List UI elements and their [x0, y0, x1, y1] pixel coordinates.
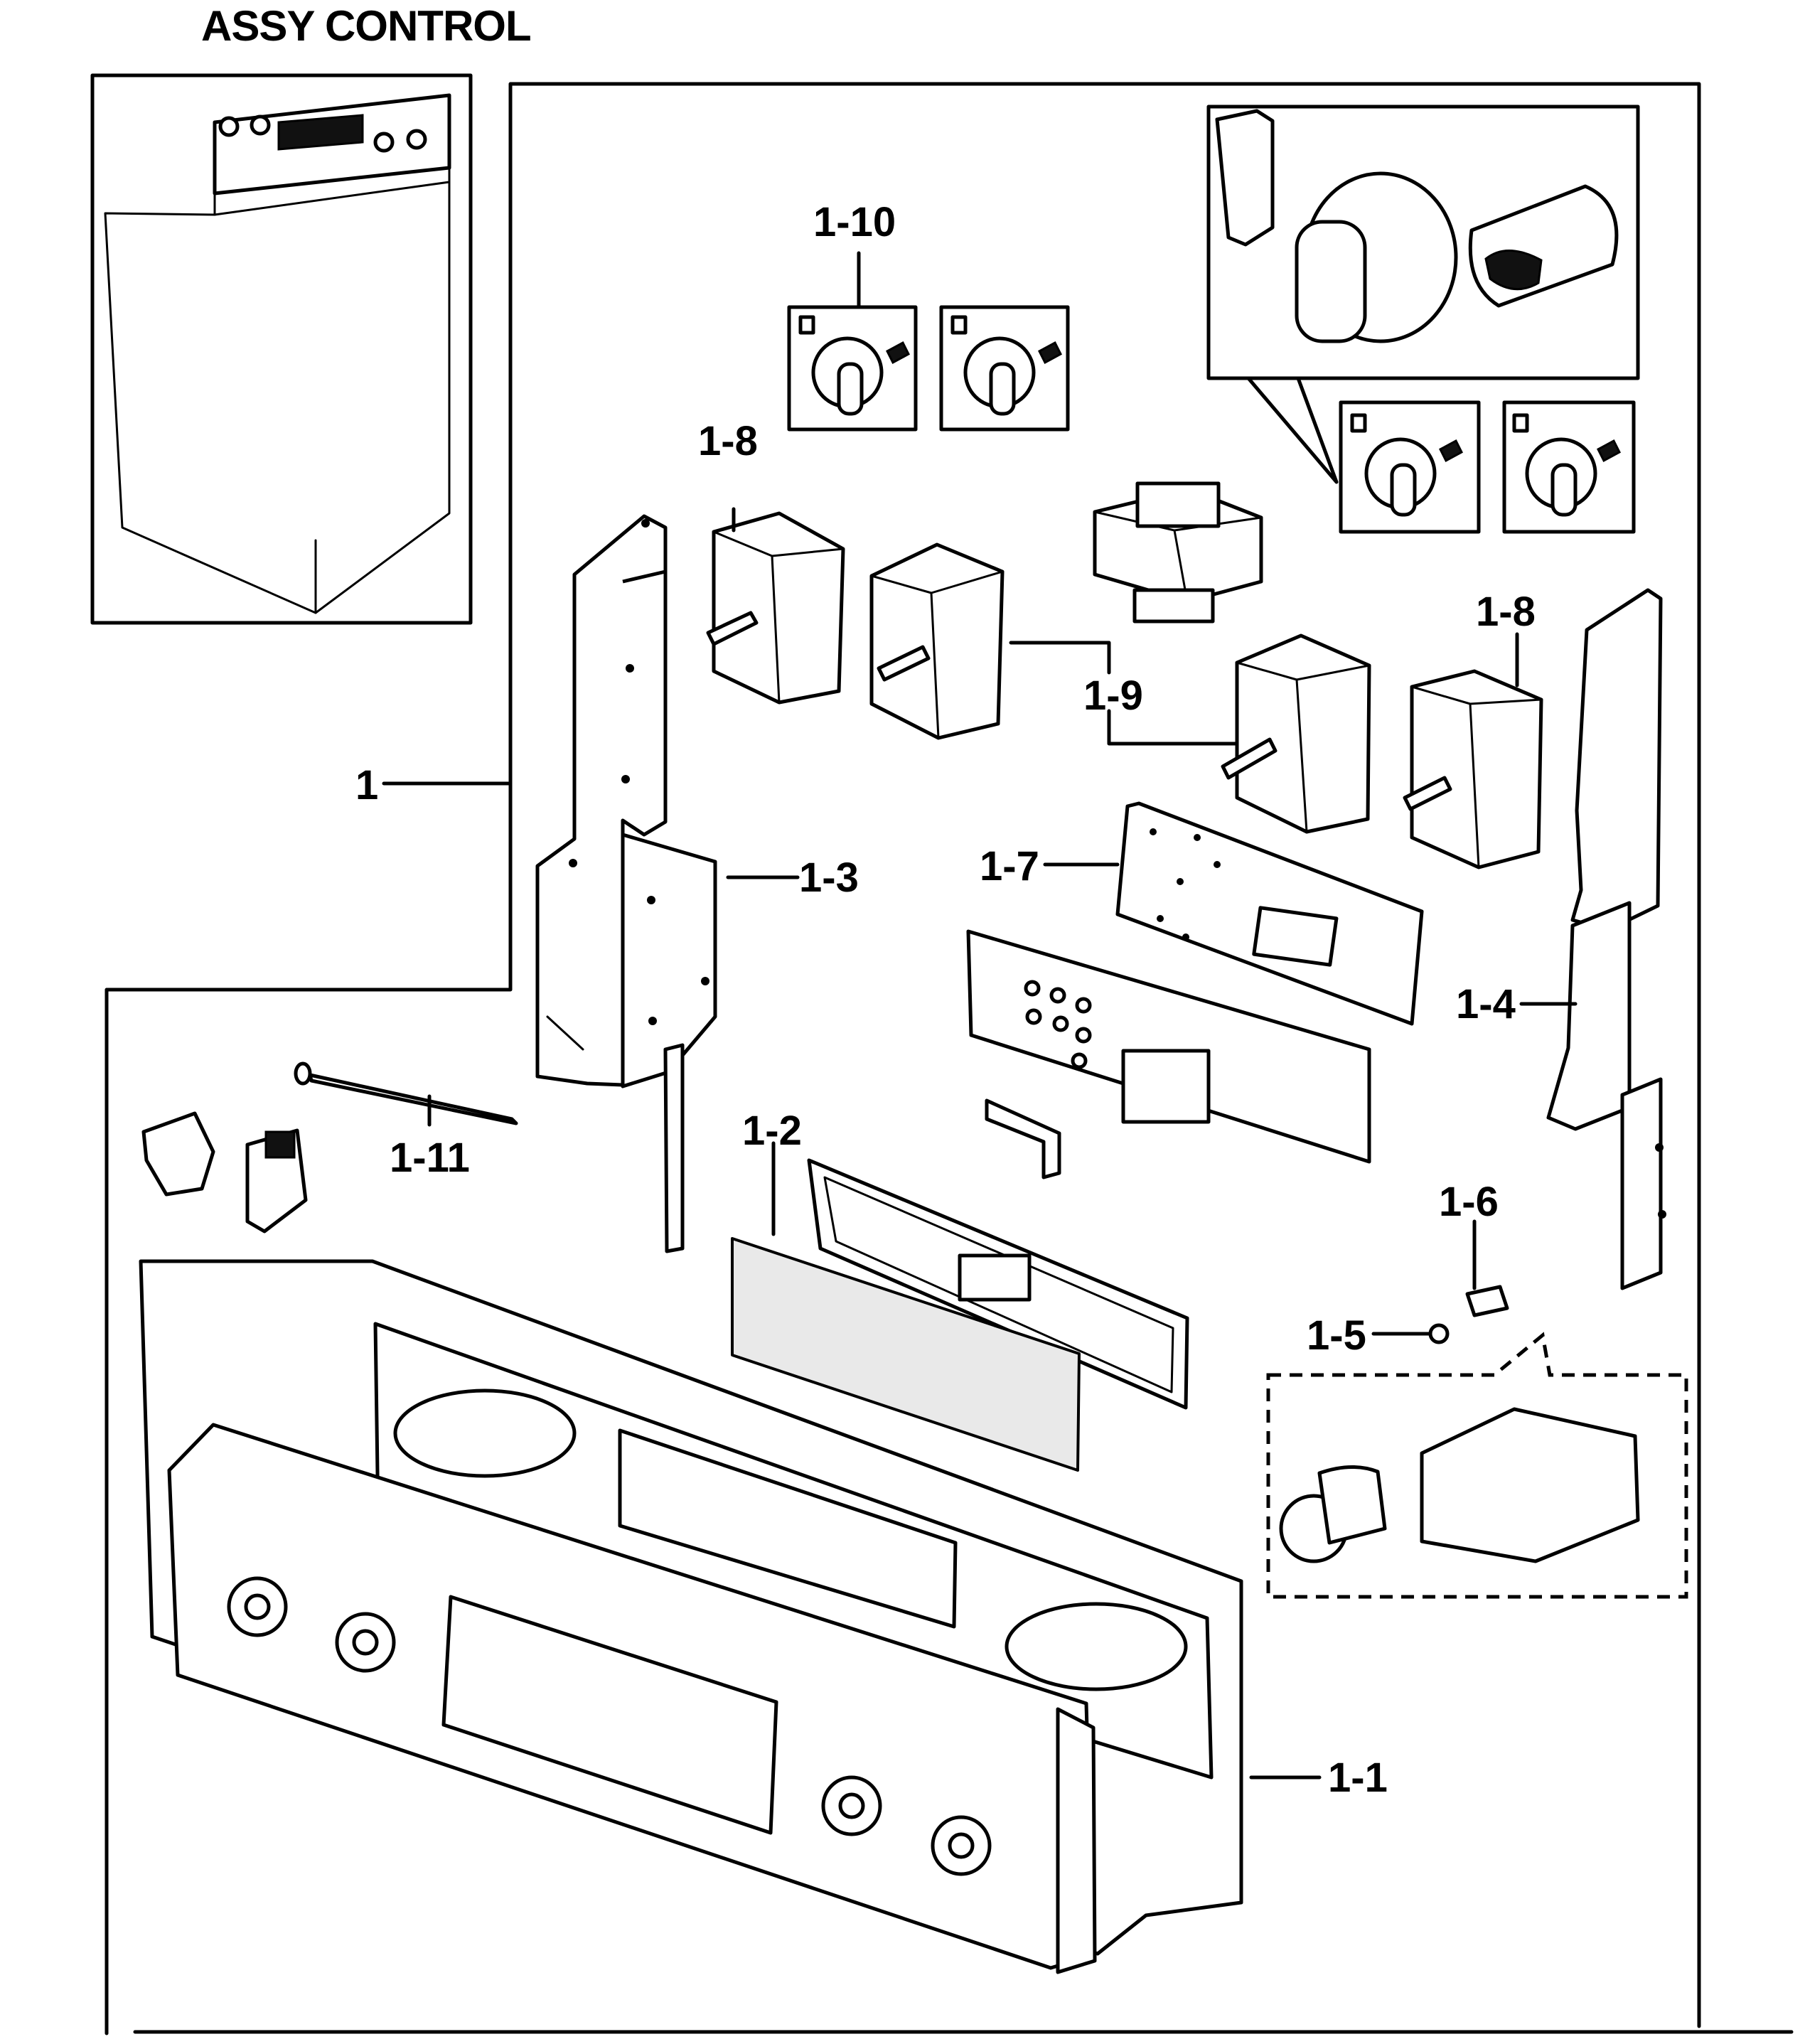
switch-1-9-b — [1221, 633, 1371, 834]
callout-1-2: 1-2 — [742, 1108, 802, 1154]
callout-1-7: 1-7 — [980, 843, 1039, 889]
callout-1-10: 1-10 — [813, 199, 896, 245]
range-thumbnail — [90, 73, 473, 625]
callout-1-8-left: 1-8 — [698, 418, 758, 464]
callout-1-9: 1-9 — [1083, 673, 1143, 719]
control-panel-1-1 — [139, 1259, 1243, 1974]
leader-lines — [382, 507, 1578, 1780]
callout-1-4: 1-4 — [1456, 981, 1516, 1027]
switch-1-8-left — [706, 511, 845, 705]
main-assembly-frame — [105, 82, 1701, 2035]
board-1-7-lower — [966, 929, 1371, 1164]
switch-1-9-a — [869, 542, 1005, 740]
rocker-switches — [141, 1111, 308, 1234]
sensor-rod-1-11 — [294, 1061, 518, 1125]
callout-1-6: 1-6 — [1439, 1179, 1499, 1225]
callout-1-5: 1-5 — [1307, 1312, 1366, 1359]
knob-detail-inset — [1206, 105, 1640, 534]
page-title: ASSY CONTROL — [201, 2, 532, 50]
clip-bracket — [985, 1098, 1061, 1179]
callout-1-11: 1-11 — [390, 1135, 470, 1181]
display-frame-1-2 — [731, 1158, 1189, 1472]
bracket-1-4-right — [1546, 588, 1666, 1290]
callout-1-3: 1-3 — [799, 855, 859, 901]
bracket-1-3-left — [535, 514, 717, 1253]
callout-1-1: 1-1 — [1328, 1755, 1388, 1801]
switch-1-8-right — [1403, 669, 1543, 869]
transformer — [1093, 481, 1263, 624]
callout-1: 1 — [355, 762, 378, 808]
callout-1-8-right: 1-8 — [1476, 589, 1536, 635]
knob-group-1-10 — [787, 251, 1070, 432]
board-1-7-upper — [1115, 801, 1424, 1026]
